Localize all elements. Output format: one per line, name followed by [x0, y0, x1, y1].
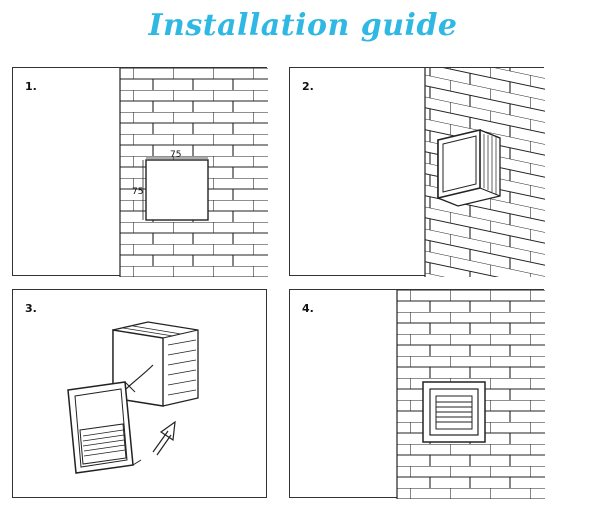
- step-3-number: 3.: [25, 302, 37, 315]
- step-1-illustration: 75 75: [119, 68, 268, 277]
- step-1-number: 1.: [25, 80, 37, 93]
- dimension-top: 75: [170, 150, 181, 160]
- arrow-icon: [152, 420, 176, 456]
- step-4-panel: 4.: [289, 289, 545, 499]
- light-fixture: [67, 381, 142, 474]
- step-3-illustration: [67, 321, 199, 474]
- step-2-panel: 2.: [289, 67, 545, 277]
- wire: [124, 364, 154, 391]
- step-4-illustration: [396, 290, 545, 499]
- step-3-panel: 3.: [12, 289, 267, 498]
- step-4-number: 4.: [302, 302, 314, 315]
- page-title: Installation guide: [148, 8, 458, 43]
- dimension-side: 75: [132, 187, 143, 197]
- step-2-illustration: [424, 68, 545, 277]
- step-2-number: 2.: [302, 80, 314, 93]
- step-1-panel: 1. 75 75: [12, 67, 268, 277]
- installed-light: [422, 381, 486, 443]
- mounting-box: [437, 128, 501, 207]
- wall-cutout: [145, 159, 209, 221]
